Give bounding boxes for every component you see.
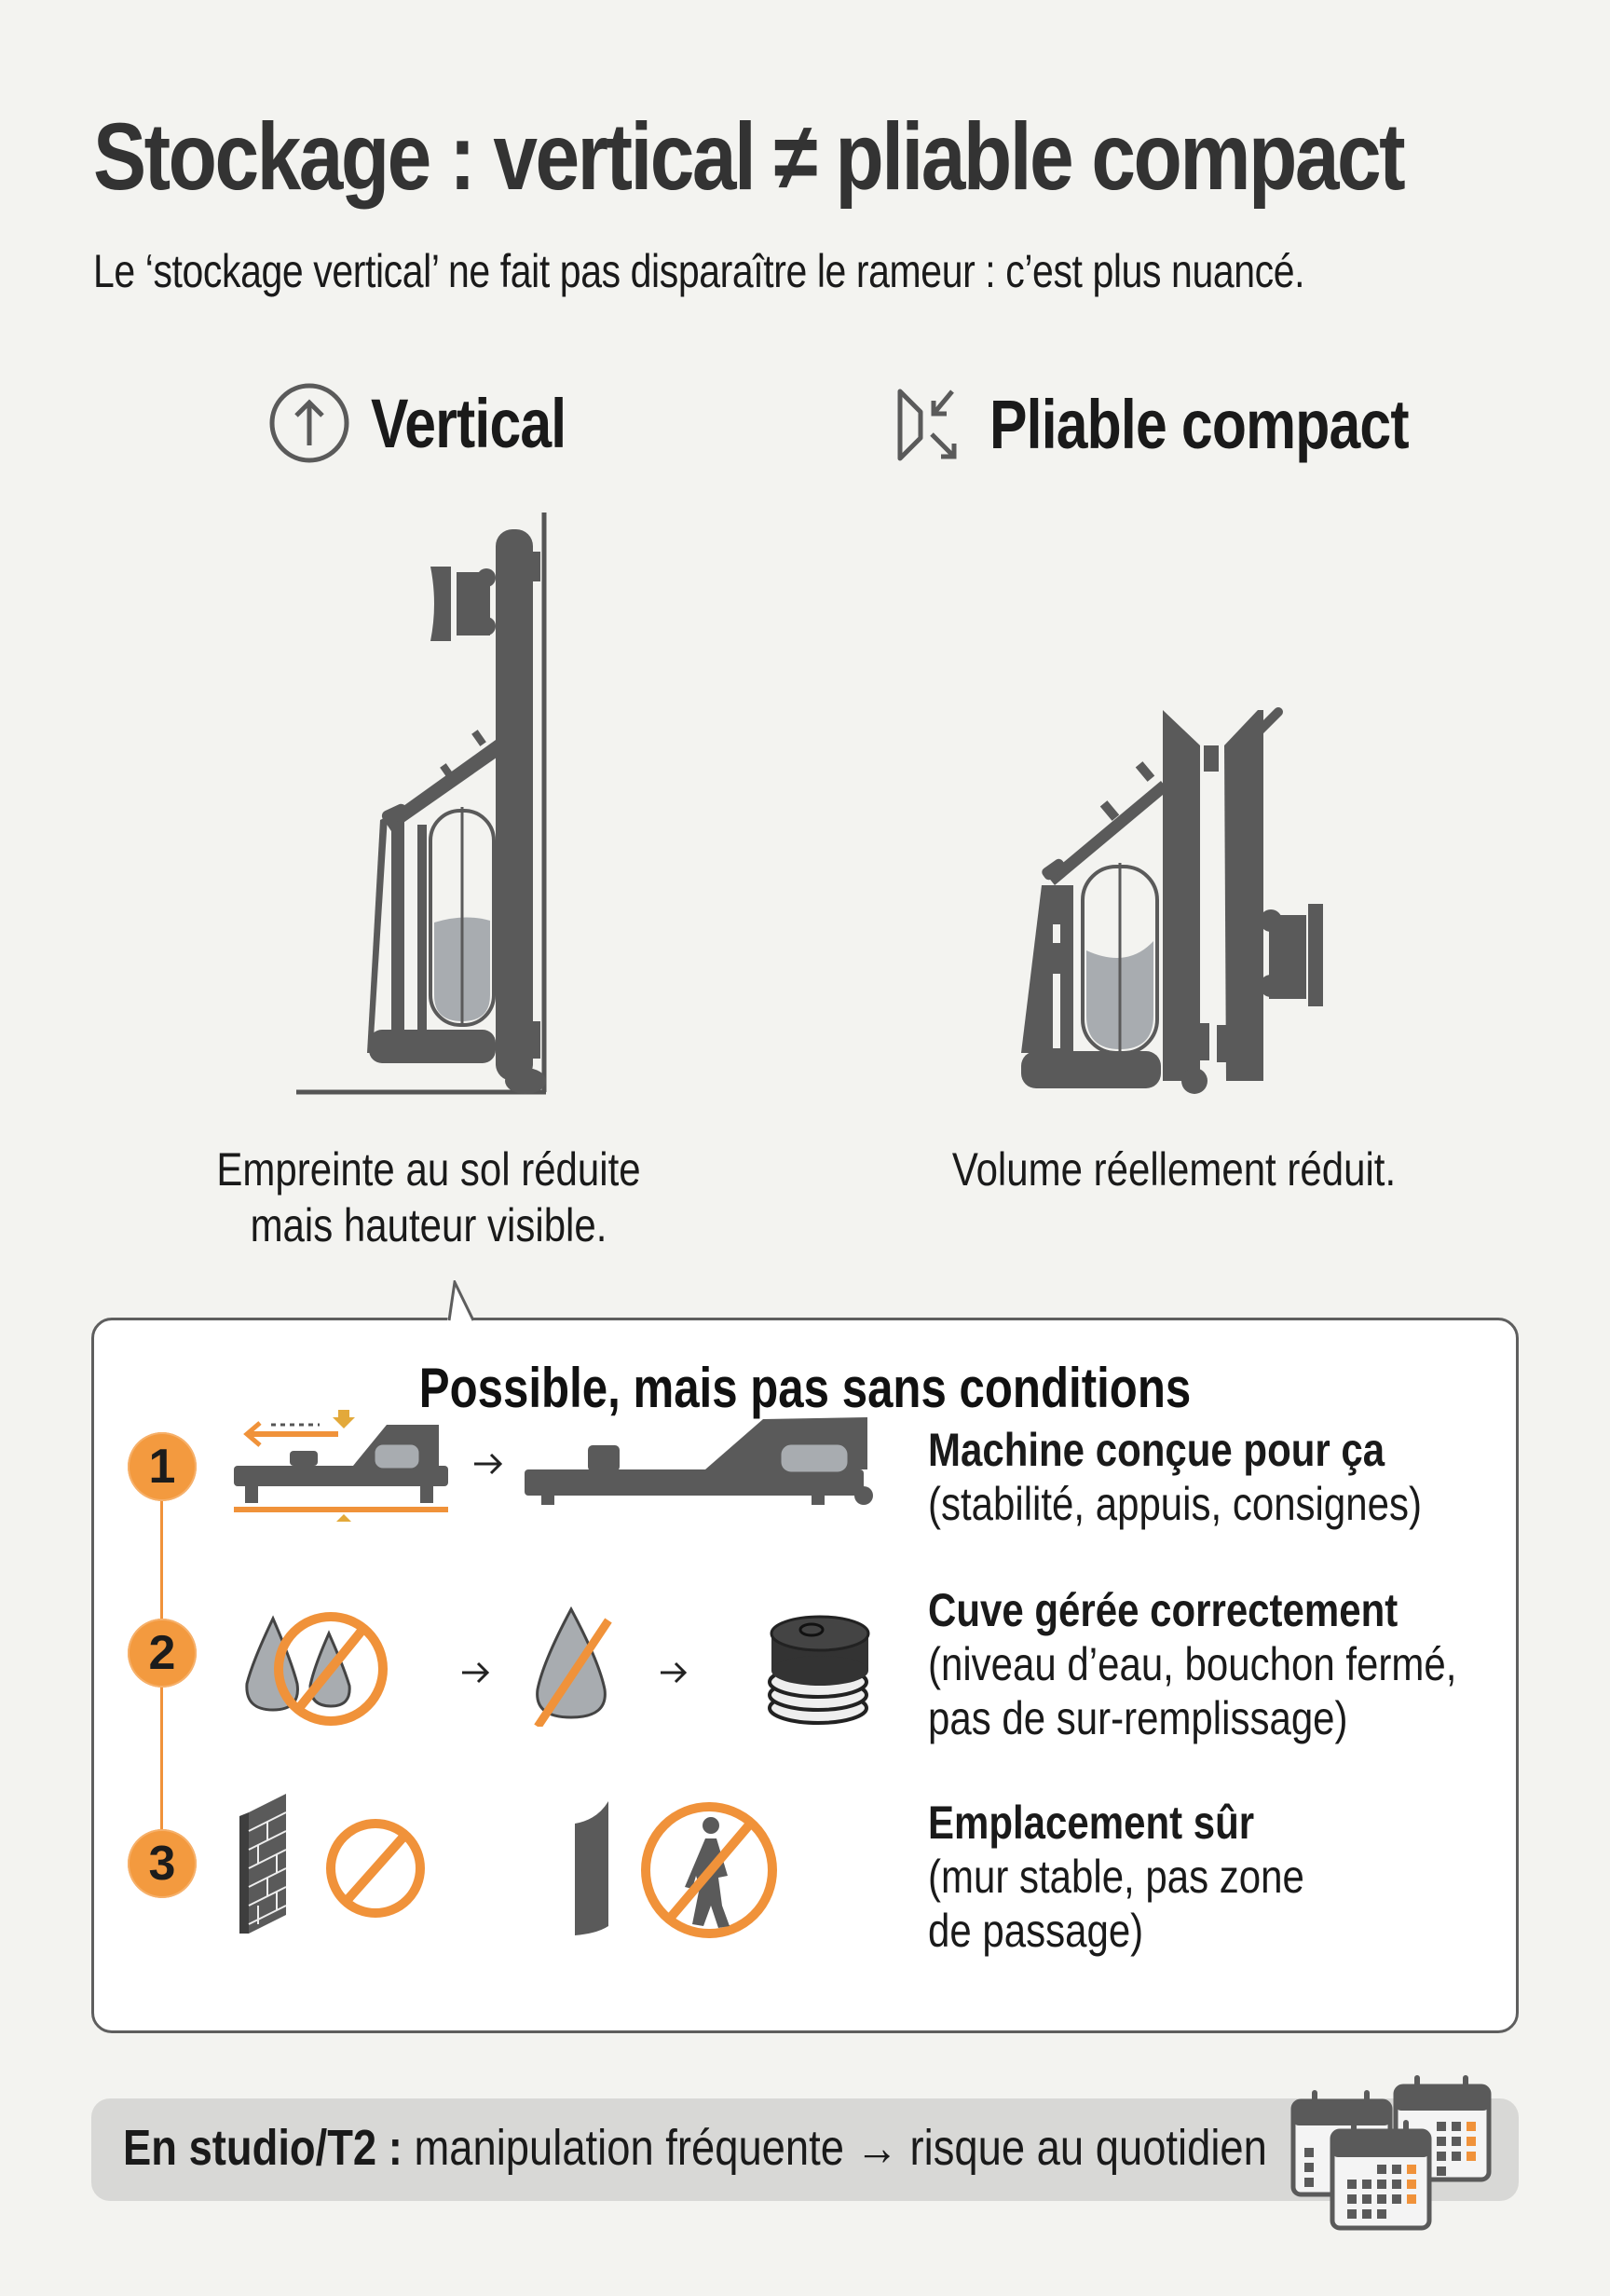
step-heading: Machine conçue pour ça (928, 1424, 1385, 1476)
step-detail: de passage) (928, 1905, 1144, 1957)
tank-cap-icon (768, 1615, 870, 1725)
rower-compact-folded-illustration (1021, 707, 1323, 1094)
caption-vertical: Empreinte au sol réduite mais hauteur vi… (171, 1141, 687, 1253)
column-label: Vertical (371, 384, 566, 462)
column-label: Pliable compact (989, 385, 1410, 463)
step-detail: (mur stable, pas zone (928, 1851, 1304, 1903)
brick-wall-icon (239, 1794, 287, 1934)
arrow-right-icon (462, 1661, 490, 1684)
prohibited-icon (326, 1819, 425, 1918)
calendars-icon (1290, 2075, 1492, 2231)
column-heading-compact: Pliable compact (894, 382, 1500, 466)
wall-panel-icon (575, 1801, 608, 1935)
arrow-up-circle-icon (269, 383, 349, 463)
fold-compress-icon (897, 389, 957, 461)
step-detail: pas de sur-remplissage) (928, 1692, 1348, 1744)
step-heading: Cuve gérée correctement (928, 1584, 1399, 1636)
step-text: Emplacement sûr (mur stable, pas zone de… (928, 1796, 1304, 1958)
footer-bold: En studio/T2 : (123, 2120, 402, 2176)
caption-line: Empreinte au sol réduite (216, 1143, 641, 1196)
step-detail: (niveau d’eau, bouchon fermé, (928, 1638, 1457, 1690)
footer-note: En studio/T2 : manipulation fréquente → … (91, 2098, 1519, 2201)
column-heading-vertical: Vertical (268, 382, 608, 464)
rower-stable-icon (525, 1417, 873, 1505)
rower-folding-icon (234, 1410, 448, 1522)
step-3-icons (239, 1794, 777, 1938)
step-number-badge: 1 (128, 1432, 197, 1501)
rower-vertical-storage-illustration (296, 512, 547, 1095)
footer-text: En studio/T2 : manipulation fréquente → … (123, 2119, 1267, 2177)
caption-line: Volume réellement réduit. (951, 1143, 1397, 1196)
step-2-icons (245, 1606, 870, 1727)
arrow-right-icon (661, 1661, 688, 1684)
water-drops-prohibited-icon (245, 1612, 388, 1726)
caption-compact: Volume réellement réduit. (916, 1141, 1432, 1197)
page-subtitle: Le ‘stockage vertical’ ne fait pas dispa… (93, 245, 1305, 297)
page-title: Stockage : vertical ≠ pliable compact (93, 103, 1406, 210)
footer-body: manipulation fréquente → risque au quoti… (402, 2120, 1267, 2176)
callout-pointer (447, 1280, 475, 1321)
water-drop-crossed-icon (534, 1606, 612, 1727)
arrow-right-icon (474, 1453, 503, 1475)
step-number-badge: 2 (128, 1619, 197, 1688)
step-text: Cuve gérée correctement (niveau d’eau, b… (928, 1583, 1456, 1745)
conditions-panel: Possible, mais pas sans conditions 1 (91, 1318, 1519, 2033)
step-heading: Emplacement sûr (928, 1797, 1255, 1849)
step-1-icons (234, 1410, 873, 1522)
caption-line: mais hauteur visible. (250, 1199, 607, 1251)
conditions-title: Possible, mais pas sans conditions (418, 1357, 1192, 1419)
no-pedestrian-icon (641, 1802, 777, 1938)
step-text: Machine conçue pour ça (stabilité, appui… (928, 1423, 1422, 1531)
step-detail: (stabilité, appuis, consignes) (928, 1478, 1422, 1530)
step-number-badge: 3 (128, 1829, 197, 1898)
